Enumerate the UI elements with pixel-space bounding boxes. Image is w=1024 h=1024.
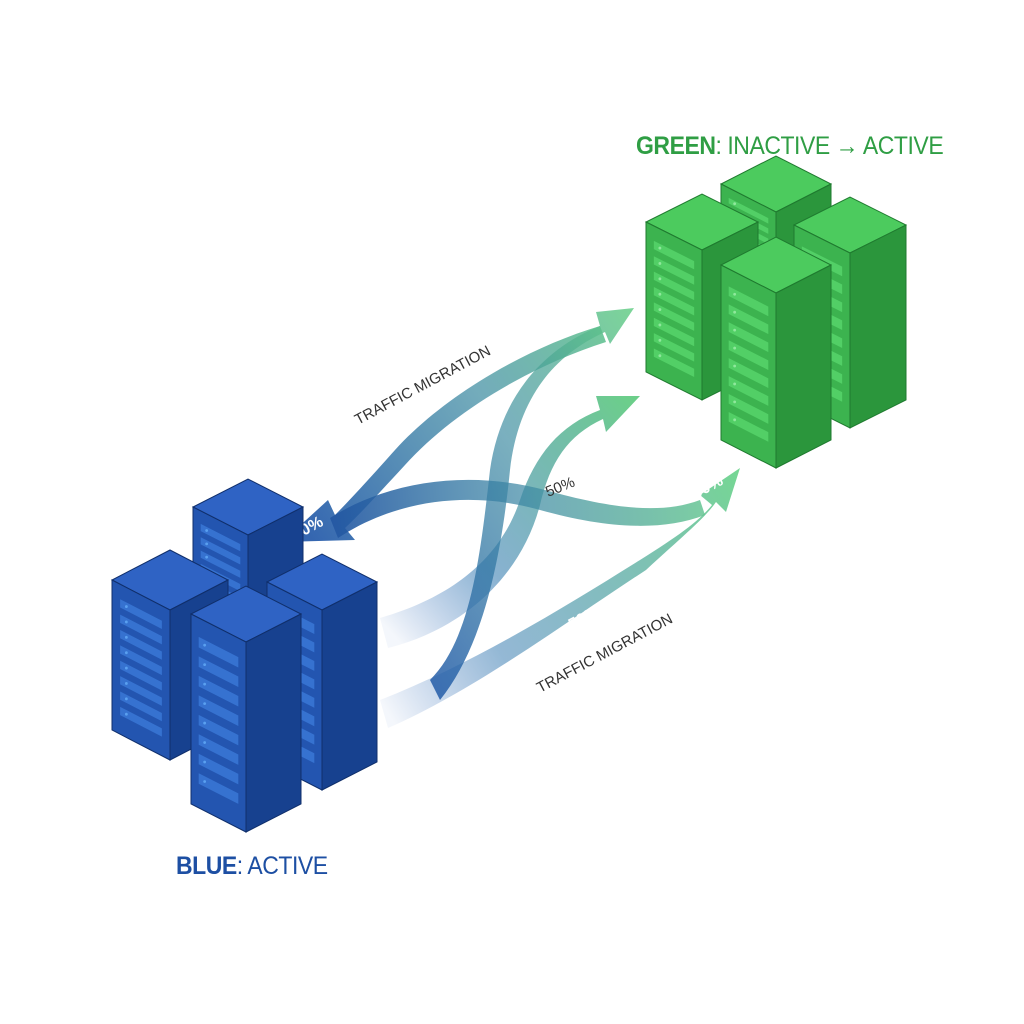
blue-tower-left-status-led — [124, 635, 128, 639]
green-tower-front-drive-slot — [728, 340, 769, 371]
green-tower-left-status-led — [658, 292, 662, 296]
blue-tower-front-drive-slot — [198, 773, 239, 804]
blue-tower-left-drive-slot — [120, 629, 162, 660]
blue-tower-front-drive-slot — [198, 636, 239, 668]
flow-ribbon-cross — [330, 479, 705, 538]
green-tower-left-status-led — [658, 354, 662, 358]
blue-tower-back-status-led — [205, 529, 209, 532]
blue-environment-label: BLUE: ACTIVE — [176, 852, 328, 881]
green-tower-front-status-led — [733, 346, 737, 350]
blue-tower-left-drive-slot — [120, 706, 162, 737]
green-tower-front-drive-slot — [728, 358, 769, 388]
green-tower-left-status-led — [658, 277, 662, 281]
blue-tower-front-drive-slot — [198, 656, 239, 688]
blue-tower-back-drive-slot — [200, 537, 241, 565]
green-tower-front-drive-slot — [728, 286, 769, 317]
green-tower-left-drive-slot — [653, 333, 695, 362]
blue-tower-front-status-led — [203, 721, 207, 725]
green-tower-left-drive-slot — [653, 240, 695, 270]
blue-tower-front-status-led — [203, 643, 207, 647]
blue-tower-left-drive-slot — [120, 691, 162, 722]
green-tower-left-status-led — [658, 338, 662, 342]
blue-tower-front-status-led — [203, 760, 207, 764]
blue-tower-left-drive-slot — [120, 645, 162, 676]
green-tower-front-status-led — [733, 364, 737, 368]
blue-env-separator: : — [236, 852, 243, 880]
green-tower-left-drive-slot — [653, 348, 695, 377]
green-tower-front-status-led — [733, 418, 737, 422]
green-environment-label: GREEN: INACTIVE → ACTIVE — [636, 132, 944, 161]
blue-tower-left-status-led — [124, 697, 128, 701]
blue-tower-front — [189, 585, 303, 833]
green-tower-right-right-face — [849, 224, 907, 429]
green-tower-front-drive-slot — [728, 322, 769, 353]
blue-tower-front-drive-slot — [198, 714, 239, 746]
blue-tower-front-right-face — [245, 613, 302, 833]
flow-ribbon-lower — [380, 468, 740, 728]
green-tower-front-drive-slot — [728, 411, 769, 442]
blue-server-cluster — [110, 478, 379, 833]
blue-tower-front-drive-slot — [198, 753, 239, 785]
blue-env-state: ACTIVE — [242, 852, 328, 880]
green-env-separator: : — [715, 132, 722, 160]
green-env-state: INACTIVE → ACTIVE — [721, 132, 944, 160]
green-tower-left-status-led — [658, 246, 662, 250]
flow-arrows — [282, 308, 740, 728]
blue-tower-left-drive-slot — [120, 599, 162, 630]
green-server-cluster — [644, 155, 908, 469]
blue-tower-right-right-face — [321, 581, 378, 791]
green-tower-front-drive-slot — [728, 376, 769, 406]
green-tower-left-drive-slot — [653, 271, 695, 301]
green-tower-front-drive-slot — [728, 394, 769, 424]
green-tower-left-status-led — [658, 262, 662, 265]
flow-ribbon-return — [282, 326, 606, 542]
blue-tower-back-drive-slot — [200, 523, 241, 552]
green-tower-left-status-led — [658, 323, 662, 327]
green-tower-front-status-led — [733, 382, 737, 386]
green-tower-front — [719, 236, 833, 469]
blue-env-name: BLUE — [176, 852, 237, 880]
green-tower-front-status-led — [733, 310, 737, 314]
traffic-migration-upper-label: TRAFFIC MIGRATION — [352, 342, 494, 428]
green-tower-front-status-led — [733, 400, 737, 404]
blue-tower-left-drive-slot — [120, 676, 162, 706]
green-tower-back-drive-slot — [728, 197, 769, 224]
blue-tower-back-status-led — [205, 542, 209, 546]
green-tower-front-status-led — [733, 328, 737, 332]
blue-tower-left-drive-slot — [120, 614, 162, 645]
blue-tower-left-status-led — [124, 620, 128, 624]
blue-tower-back-status-led — [205, 555, 209, 559]
green-tower-left-drive-slot — [653, 256, 695, 285]
blue-tower-front-status-led — [203, 702, 207, 705]
flow-ribbon-upper — [430, 308, 634, 700]
green-tower-front-right-face — [775, 264, 832, 469]
blue-tower-front-drive-slot — [198, 675, 239, 707]
blue-tower-front-status-led — [203, 780, 207, 783]
blue-tower-left-drive-slot — [120, 660, 162, 691]
blue-tower-left-status-led — [124, 666, 128, 670]
flow-ribbon-middle — [380, 396, 640, 648]
blue-tower-left-status-led — [124, 682, 128, 685]
green-tower-left-drive-slot — [653, 317, 695, 347]
blue-tower-front-status-led — [203, 741, 207, 744]
blue-tower-left-status-led — [124, 712, 128, 716]
green-tower-front-drive-slot — [728, 304, 769, 335]
blue-tower-left-status-led — [124, 605, 128, 608]
blue-tower-left-status-led — [124, 651, 128, 655]
green-tower-left-status-led — [658, 308, 662, 311]
blue-tower-front-status-led — [203, 663, 207, 667]
green-tower-left-drive-slot — [653, 287, 695, 316]
green-tower-left-drive-slot — [653, 302, 695, 331]
blue-tower-front-drive-slot — [198, 695, 239, 726]
green-tower-front-status-led — [733, 292, 737, 296]
blue-tower-front-status-led — [203, 682, 207, 686]
green-env-name: GREEN — [636, 132, 716, 160]
blue-tower-front-drive-slot — [198, 734, 239, 765]
green-tower-back-status-led — [733, 202, 737, 206]
blue-tower-back-drive-slot — [200, 550, 241, 578]
